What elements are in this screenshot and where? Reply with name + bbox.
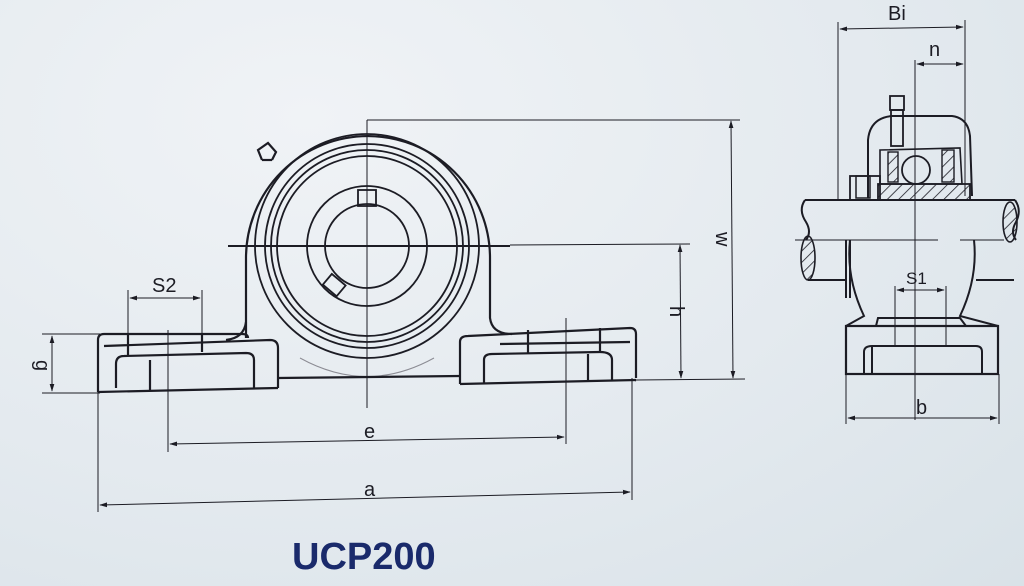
label-n: n	[929, 39, 940, 61]
label-b: b	[916, 397, 927, 419]
label-a: a	[364, 479, 376, 501]
side-view	[800, 95, 1020, 376]
model-title: UCP200	[292, 536, 436, 578]
front-dimension-lines	[42, 119, 746, 512]
label-bi: Bi	[888, 3, 906, 25]
label-e: e	[364, 421, 375, 443]
side-dimension-lines	[795, 20, 1004, 424]
label-w: w	[711, 231, 733, 247]
label-g: g	[31, 360, 53, 371]
label-s2: S2	[152, 275, 176, 297]
label-h: h	[665, 306, 687, 317]
label-s1: S1	[906, 269, 927, 288]
grease-nipple	[256, 141, 278, 162]
